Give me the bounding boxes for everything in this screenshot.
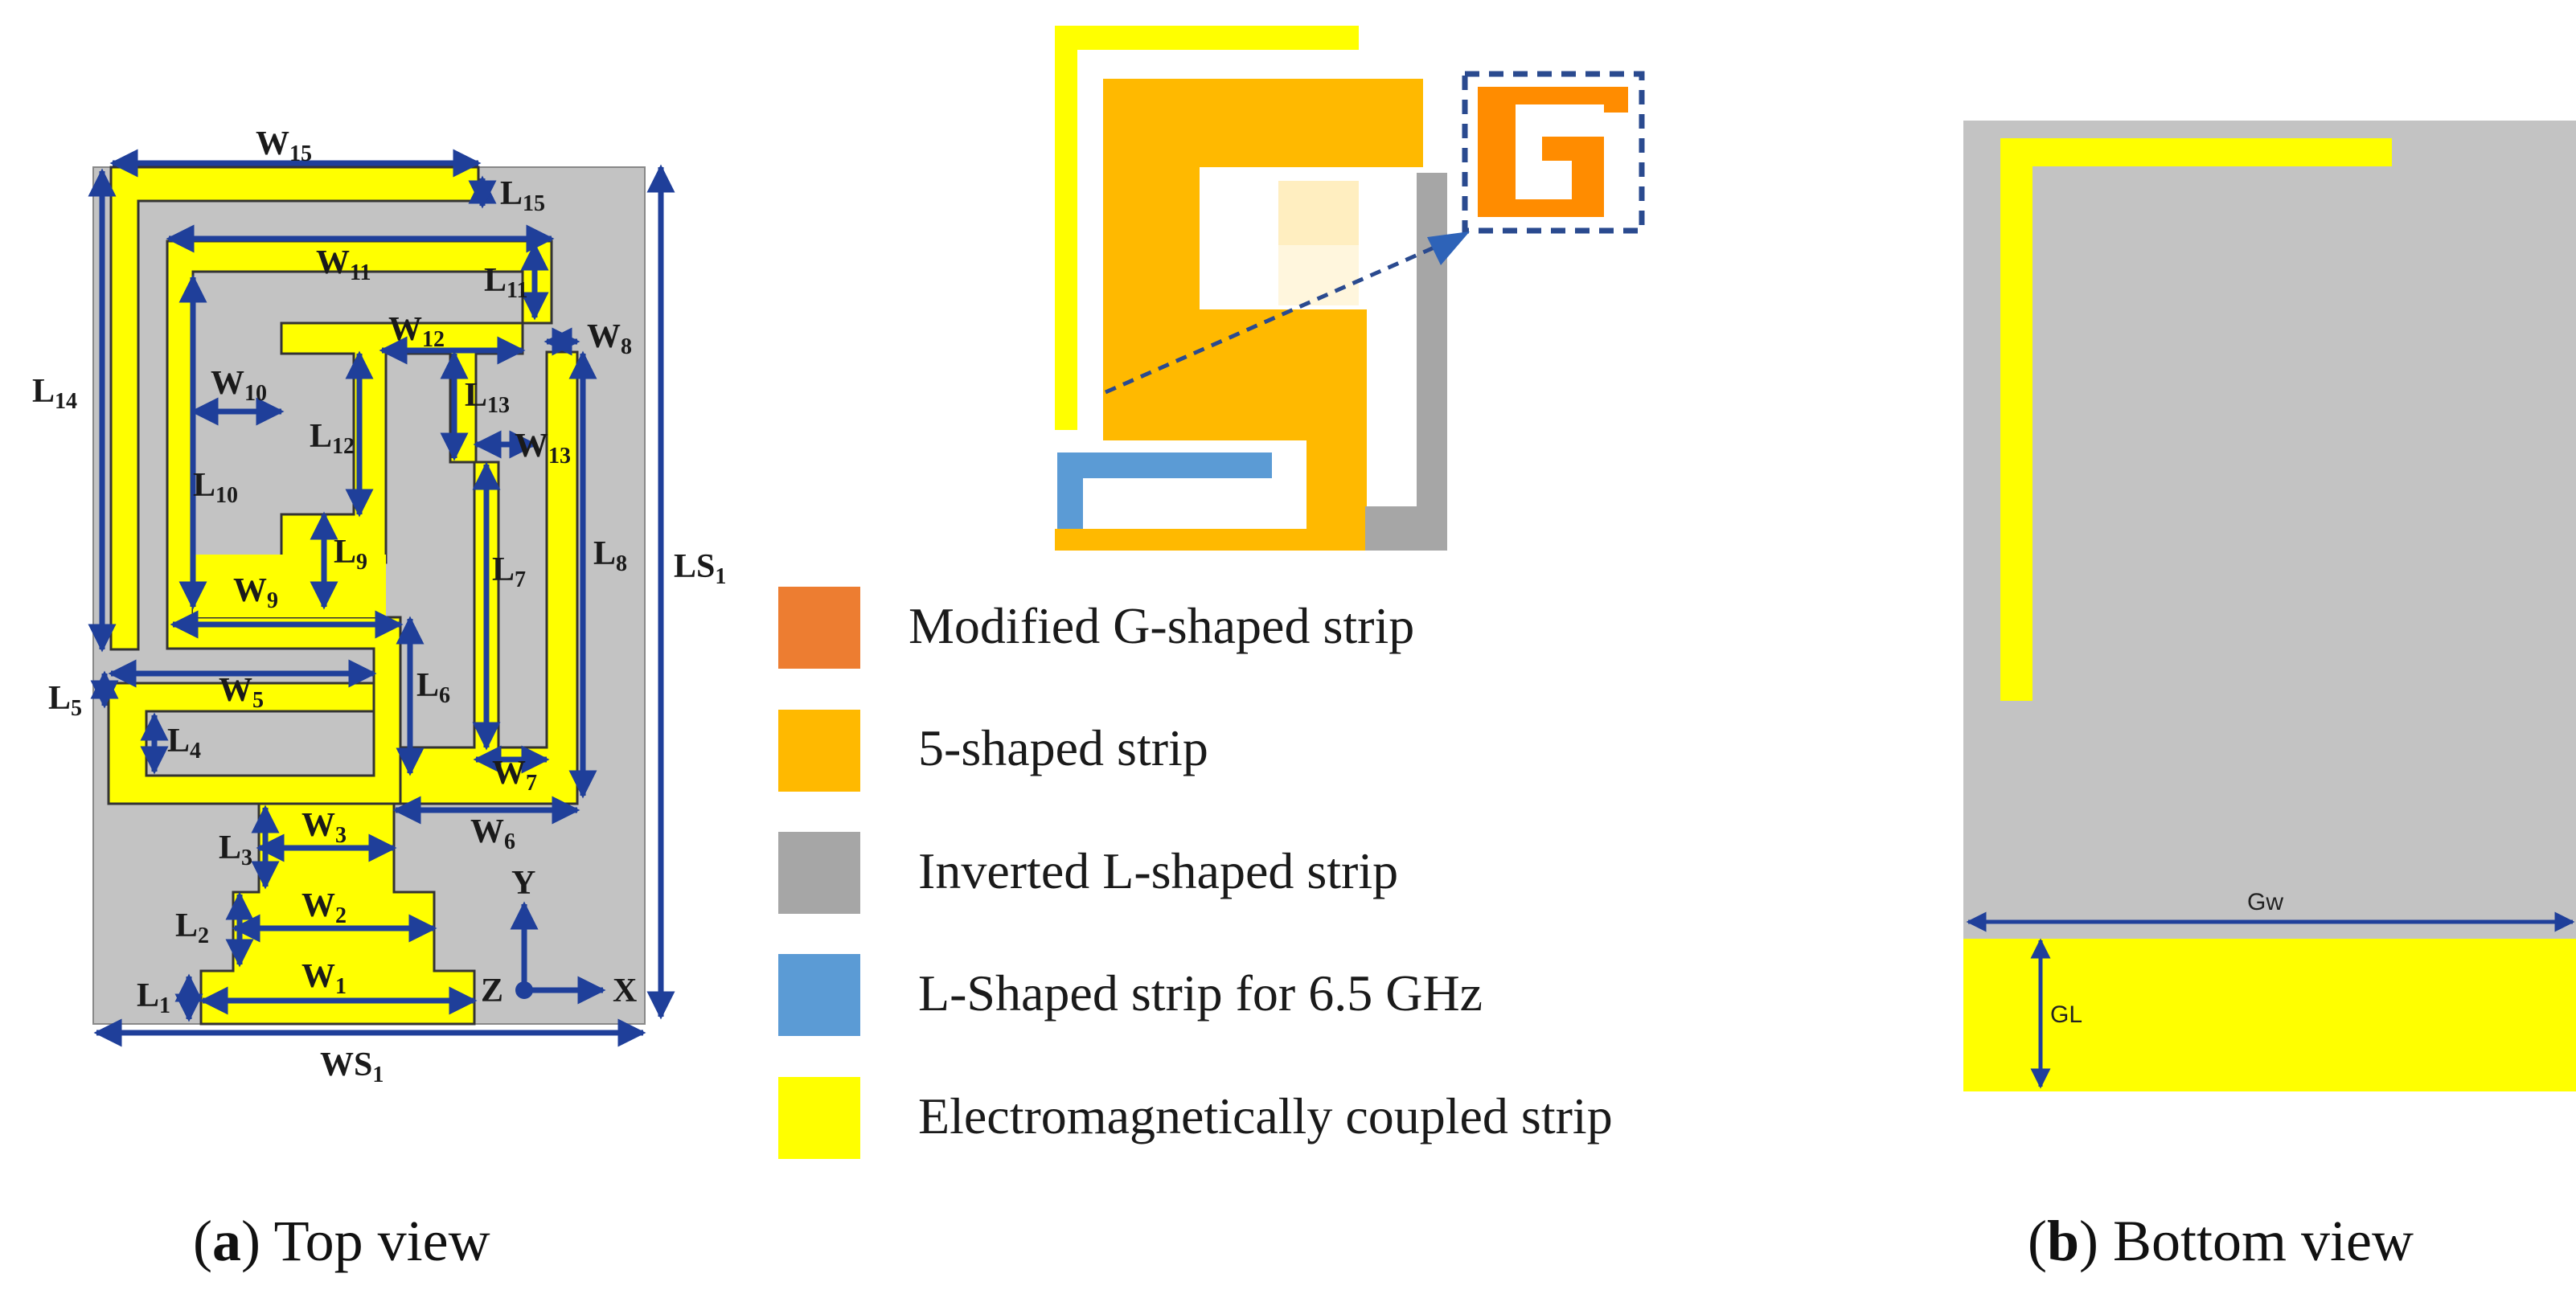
dim-w1: W1 [301,958,347,999]
legend-label-inverted-l: Inverted L-shaped strip [918,842,1398,899]
legend-swatch-blue-l [778,954,860,1036]
gl-label: GL [2050,1001,2082,1028]
ground-plane [1963,939,2576,1091]
five-strip-shape [1055,79,1423,551]
dim-w5: W5 [219,672,264,713]
dim-l9: L9 [334,534,367,575]
dim-l3: L3 [219,829,252,870]
axis-z-label: Z [481,972,503,1009]
inverted-l-shape [1365,173,1447,551]
dim-l11: L11 [484,262,527,303]
overlay-square-2 [1278,245,1359,305]
legend-label-g-strip: Modified G-shaped strip [909,597,1414,654]
dim-w2: W2 [301,887,347,928]
dim-l7: L7 [492,551,526,592]
legend-label-five-strip: 5-shaped strip [918,719,1208,776]
caption-top-view: (a) Top view [193,1209,490,1273]
dimension-labels: W15 L15 W11 L11 W12 W8 L14 W10 L13 L12 W… [32,125,726,1087]
caption-bottom-view: (b) Bottom view [2028,1209,2414,1273]
dim-w13: W13 [515,428,571,469]
dim-w12: W12 [388,311,445,352]
dim-w8: W8 [587,318,632,359]
dim-l13: L13 [465,377,510,418]
legend-swatch-five-strip [778,710,860,792]
dim-l1: L1 [137,977,170,1018]
g-strip-zoom-box [1462,71,1645,234]
legend-swatch-g-strip [778,587,860,669]
gw-label: Gw [2247,889,2283,915]
legend-swatch-coupled [778,1077,860,1159]
dim-ls1: LS1 [674,548,726,589]
g-strip-shape [1478,87,1628,217]
bottom-view-panel: Gw GL [1963,121,2576,1091]
dim-l4: L4 [167,723,201,764]
legend-label-coupled: Electromagnetically coupled strip [918,1087,1613,1144]
top-view-panel [88,149,675,1047]
dim-l14: L14 [32,373,77,414]
axis-y-label: Y [511,865,535,902]
zoom-pointer-arrowhead [1427,231,1470,265]
dim-w11: W11 [316,244,371,285]
dim-l12: L12 [310,418,355,459]
legend-swatch-inverted-l [778,832,860,914]
dim-l5: L5 [48,680,82,721]
blue-l-shape [1057,452,1272,529]
zoom-pointer-line [1104,232,1465,395]
overlay-square-1 [1278,181,1359,245]
dim-w7: W7 [492,755,537,796]
dim-w3: W3 [301,807,347,848]
dim-w10: W10 [211,365,267,406]
dim-l2: L2 [175,907,209,948]
legend-label-blue-l: L-Shaped strip for 6.5 GHz [918,964,1483,1022]
dim-ws1: WS1 [320,1046,384,1087]
dim-l15: L15 [500,175,545,216]
axis-x-label: X [613,972,637,1009]
dim-l8: L8 [593,535,627,576]
legend: Modified G-shaped strip 5-shaped strip I… [778,587,1613,1159]
dim-l10: L10 [193,467,238,508]
dim-w15: W15 [256,125,312,166]
dim-w9: W9 [233,572,278,613]
dim-w6: W6 [470,813,515,854]
structure-illustration [1055,26,1645,551]
dim-l6: L6 [416,667,450,708]
